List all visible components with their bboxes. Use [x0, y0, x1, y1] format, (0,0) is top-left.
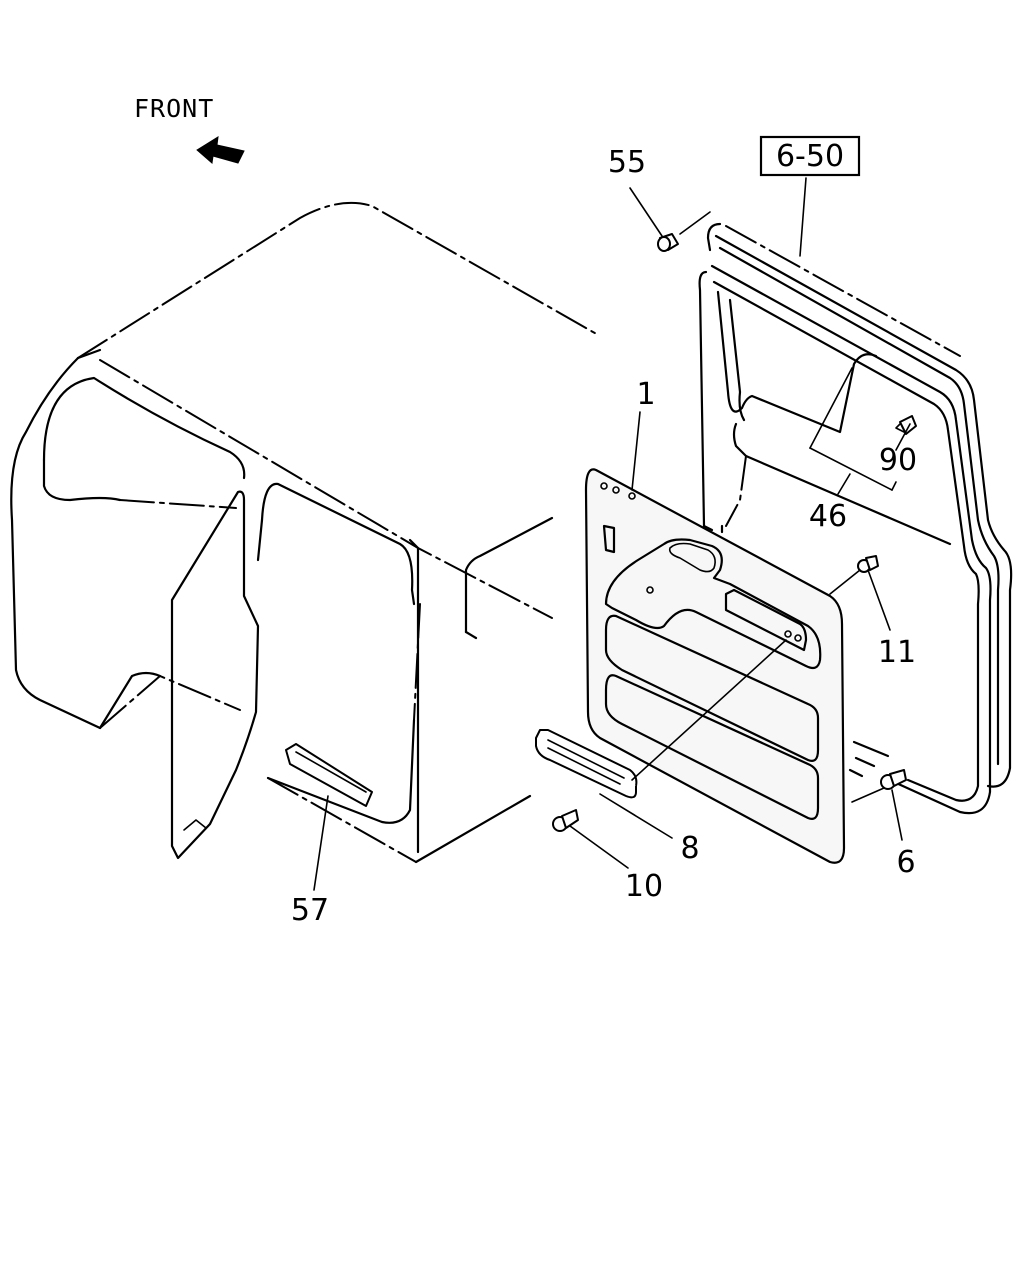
door-trim-panel	[584, 468, 846, 864]
callout-11: 11	[878, 635, 916, 670]
screw-6	[880, 769, 907, 790]
clip-11	[857, 555, 879, 573]
screw-10	[552, 809, 579, 832]
callout-10: 10	[625, 869, 663, 904]
cab-outline	[10, 201, 601, 864]
callout-1: 1	[636, 377, 655, 412]
arrow-front-icon	[196, 136, 245, 164]
callout-8: 8	[680, 831, 699, 866]
cap-55	[657, 233, 679, 252]
pull-handle	[535, 729, 638, 799]
callout-57: 57	[291, 893, 329, 928]
callout-46: 46	[809, 499, 847, 534]
clip-90	[895, 415, 917, 435]
door-weatherstrip	[698, 222, 1013, 815]
leader-lines	[313, 177, 911, 891]
callout-55: 55	[608, 145, 646, 180]
reference-label: 6-50	[776, 139, 844, 174]
callout-90: 90	[879, 443, 917, 478]
reference-box: 6-50	[759, 135, 861, 177]
callout-6: 6	[896, 845, 915, 880]
front-label: FRONT	[134, 94, 214, 123]
